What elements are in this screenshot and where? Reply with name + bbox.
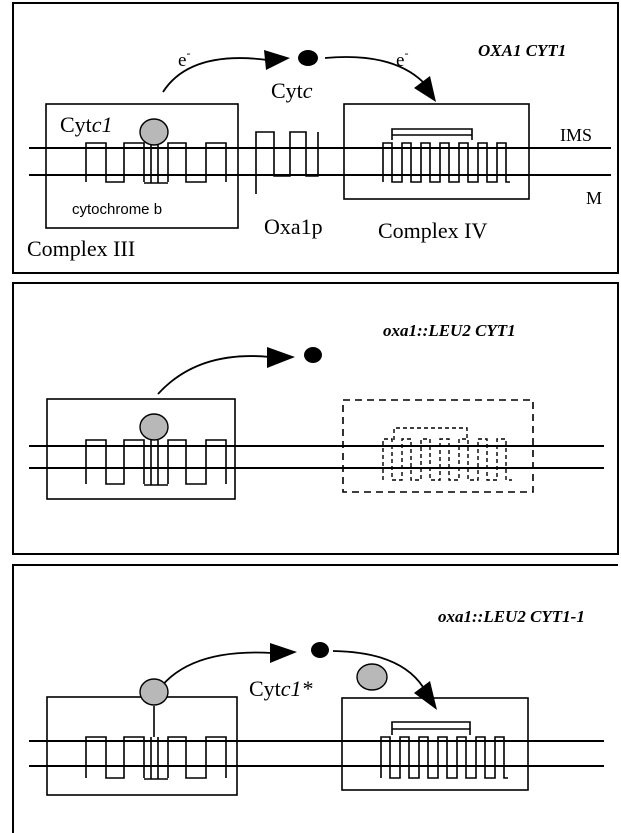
cytc-label: Cytc — [271, 78, 313, 103]
strain-label: oxa1::LEU2 CYT1-1 — [438, 607, 585, 626]
complex-iii-box — [45, 103, 239, 229]
electron-label-right: e- — [396, 46, 408, 71]
cytc1-heme-ball — [139, 118, 169, 146]
panel-oxa1-leu2-cyt1: oxa1::LEU2 CYT1 — [12, 282, 619, 555]
electron-label-left: e- — [178, 46, 190, 71]
panel-oxa1-leu2-cyt1-1: oxa1::LEU2 CYT1-1 Cytc1* — [12, 564, 618, 833]
electron-arrow-right-head — [414, 76, 436, 102]
complex-iii-box — [46, 398, 236, 500]
complex-iii-box — [46, 696, 238, 796]
complex-iv-helices — [382, 438, 512, 481]
complex-iv-box — [343, 103, 530, 200]
strain-label: oxa1::LEU2 CYT1 — [383, 321, 516, 340]
oxa1p-label: Oxa1p — [264, 214, 323, 239]
panel-2-border — [12, 282, 619, 555]
electron-arrow-right — [324, 56, 424, 83]
complex-iv-subunit-bar — [393, 427, 468, 440]
matrix-label: M — [586, 188, 602, 208]
cytc1-heme-ball — [139, 413, 169, 441]
complex-iv-helices — [380, 736, 508, 779]
cytc1-mutant-label: Cytc1* — [249, 676, 313, 701]
electron-arrow-left-head — [264, 50, 290, 70]
cytochrome-c-dot — [298, 50, 318, 66]
electron-arrow-left-head — [270, 643, 297, 663]
complex-iv-subunit-bar — [391, 128, 473, 140]
cytc1-mutant-ball — [356, 663, 388, 691]
panel-1-border — [12, 2, 619, 274]
complex-iii-helices — [85, 142, 227, 183]
electron-arrow-right — [332, 650, 424, 688]
cytc1-label: Cytc1 — [60, 112, 113, 137]
panel-3-border — [12, 564, 618, 833]
ims-label: IMS — [560, 125, 592, 145]
strain-label: OXA1 CYT1 — [478, 41, 566, 60]
complex-iv-box — [341, 697, 529, 791]
complex-iii-helices — [85, 439, 227, 485]
electron-arrow-right-head — [414, 681, 437, 710]
complex-iii-helices — [85, 736, 227, 779]
electron-arrow-left — [162, 57, 269, 93]
complex-iv-label: Complex IV — [378, 218, 487, 243]
oxa1p-helices — [255, 131, 319, 194]
complex-iv-absent-box — [342, 399, 534, 493]
complex-iv-helices — [382, 142, 510, 183]
panel-oxa1-cyt1: OXA1 CYT1 e- e- Cytc IMS M Cytc1 cytochr… — [12, 2, 619, 274]
electron-arrow — [157, 355, 271, 395]
complex-iv-subunit-bar — [391, 721, 471, 735]
electron-arrow-head — [267, 347, 295, 368]
cytochrome-c-dot — [304, 347, 322, 363]
cytochrome-c-dot — [311, 642, 329, 658]
cytc1-heme-ball — [139, 678, 169, 706]
cytochrome-b-label: cytochrome b — [72, 201, 162, 218]
complex-iii-label: Complex III — [27, 236, 135, 261]
